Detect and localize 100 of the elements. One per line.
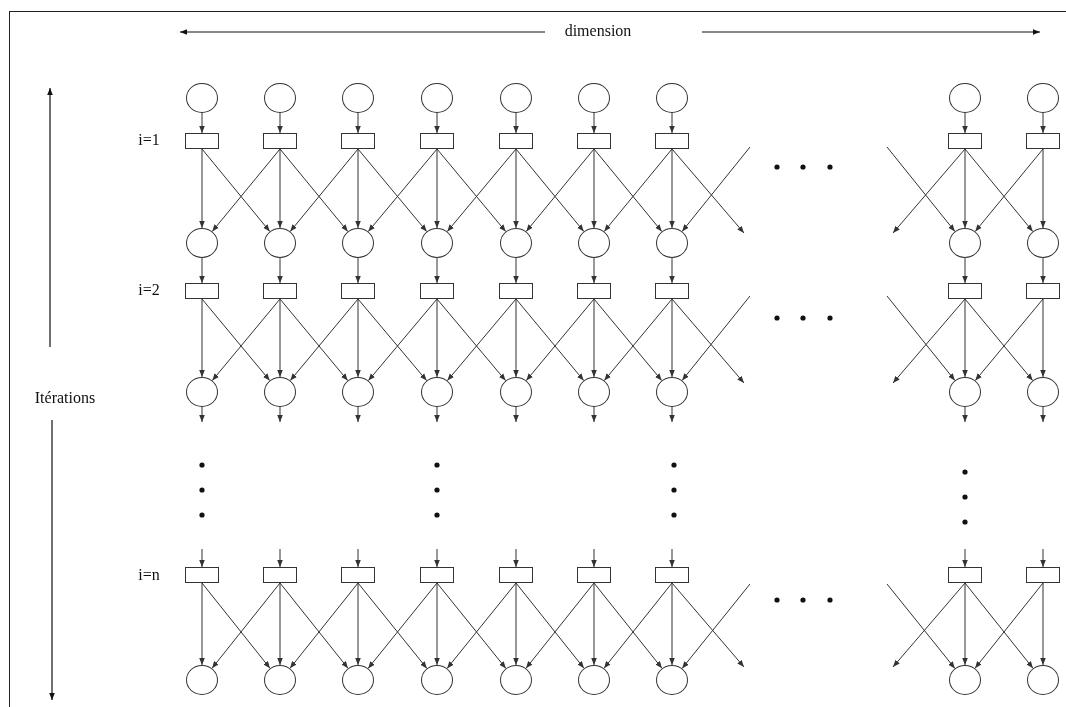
transition-box: [948, 283, 982, 299]
arrow: [591, 298, 597, 378]
arrow: [669, 148, 675, 229]
place-circle: [1027, 228, 1059, 258]
arrow: [671, 298, 745, 384]
place-circle: [578, 665, 610, 695]
arrow: [669, 257, 675, 284]
arrow: [355, 112, 361, 134]
arrow: [279, 148, 349, 232]
arrow: [199, 112, 205, 134]
arrow: [277, 257, 283, 284]
arrow: [201, 148, 271, 232]
place-circle: [1027, 83, 1059, 113]
transition-box: [185, 133, 219, 149]
arrow: [681, 295, 751, 381]
arrow: [513, 148, 519, 229]
arrow: [434, 112, 440, 134]
transition-box: [263, 567, 297, 583]
arrow: [591, 257, 597, 284]
arrow: [593, 148, 663, 232]
arrow: [279, 298, 349, 381]
arrow: [964, 298, 1034, 381]
arrow: [434, 548, 440, 568]
arrow: [671, 148, 745, 234]
place-circle: [342, 377, 374, 407]
arrow: [681, 583, 751, 669]
arrow: [525, 298, 595, 381]
transition-box: [185, 283, 219, 299]
arrow: [436, 298, 507, 382]
transition-box: [1026, 567, 1060, 583]
arrow: [525, 582, 595, 669]
arrow: [367, 148, 438, 232]
place-circle: [264, 83, 296, 113]
arrow: [434, 582, 440, 666]
place-circle: [1027, 377, 1059, 407]
transition-box: [341, 283, 375, 299]
arrow: [603, 148, 673, 232]
arrow: [964, 582, 1034, 669]
place-circle: [578, 228, 610, 258]
arrow: [434, 257, 440, 284]
place-circle: [500, 665, 532, 695]
arrow: [669, 582, 675, 666]
arrow: [436, 582, 507, 669]
place-circle: [656, 228, 688, 258]
place-circle: [421, 377, 453, 407]
arrow: [199, 548, 205, 568]
place-circle: [500, 83, 532, 113]
arrow: [591, 112, 597, 134]
arrow: [199, 298, 205, 378]
arrow: [199, 148, 205, 229]
arrow: [199, 406, 205, 423]
transition-box: [263, 133, 297, 149]
place-circle: [578, 377, 610, 407]
place-circle: [186, 665, 218, 695]
arrow: [277, 298, 283, 378]
arrow: [1040, 406, 1046, 423]
arrow: [892, 582, 966, 668]
arrow: [962, 298, 968, 378]
transition-box: [655, 133, 689, 149]
place-circle: [949, 377, 981, 407]
arrow: [513, 112, 519, 134]
transition-box: [655, 283, 689, 299]
arrow: [515, 582, 585, 669]
arrow: [669, 406, 675, 423]
arrow: [1040, 582, 1046, 666]
transition-box: [655, 567, 689, 583]
transition-box: [577, 133, 611, 149]
arrow: [974, 298, 1044, 381]
arrow: [355, 548, 361, 568]
transition-box: [499, 283, 533, 299]
arrow: [279, 582, 349, 669]
arrow: [1040, 112, 1046, 134]
arrow: [277, 548, 283, 568]
transition-box: [499, 133, 533, 149]
place-circle: [264, 665, 296, 695]
arrow: [1040, 257, 1046, 284]
place-circle: [421, 228, 453, 258]
arrow: [886, 583, 956, 669]
arrow: [593, 298, 663, 381]
arrow: [201, 582, 271, 669]
arrow: [277, 112, 283, 134]
arrow: [211, 148, 281, 232]
transition-box: [420, 133, 454, 149]
arrow: [201, 298, 271, 381]
arrow: [886, 146, 956, 232]
arrow: [681, 146, 751, 232]
arrow: [446, 298, 517, 382]
arrow: [277, 406, 283, 423]
arrow: [525, 148, 595, 232]
place-circle: [186, 83, 218, 113]
place-circle: [421, 83, 453, 113]
transition-box: [577, 567, 611, 583]
arrow: [446, 148, 517, 232]
place-circle: [500, 228, 532, 258]
arrow: [962, 148, 968, 229]
arrow: [513, 548, 519, 568]
arrow: [211, 582, 281, 669]
place-circle: [949, 83, 981, 113]
arrow: [367, 298, 438, 382]
arrow: [974, 148, 1044, 232]
